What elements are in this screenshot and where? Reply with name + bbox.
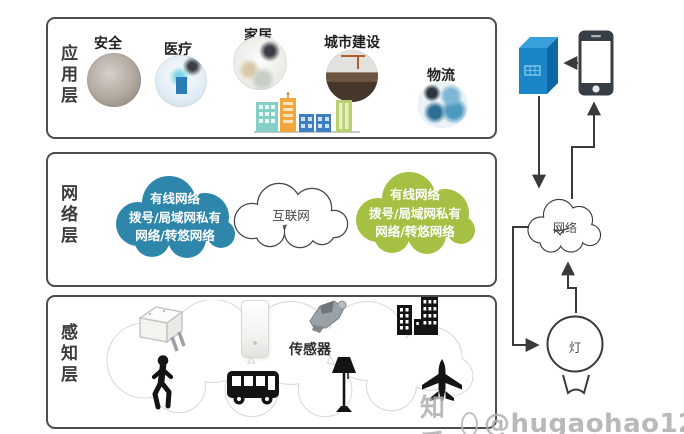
logistics-item-label: 物流 — [427, 68, 455, 84]
sensor-led-dot — [253, 341, 257, 345]
medical-item-label: 医疗 — [164, 42, 192, 58]
wired-network-cloud-right: 有线网络 拨号/局域网私有 网络/转悠网络 — [352, 166, 478, 258]
network-layer-label: 网络层 — [57, 184, 77, 247]
zhihu-logo-icon — [460, 411, 479, 434]
network-cloud-node: 网络 — [524, 193, 606, 259]
cloud-line: 有线网络 — [389, 186, 440, 202]
cloud-line: 网络/转悠网络 — [375, 224, 455, 240]
floor-lamp-icon — [332, 357, 356, 412]
watermark-handle: @hugaohao123 — [484, 409, 684, 434]
cloud-line: 有线网络 — [149, 190, 200, 206]
network-cloud-label: 网络 — [552, 221, 577, 235]
walking-person-icon — [151, 355, 174, 410]
logistics-map-icon — [418, 82, 468, 128]
sensor-device-icon — [138, 306, 186, 352]
cloud-line: 拨号/局域网私有 — [368, 205, 462, 221]
bus-icon — [227, 371, 279, 405]
cloud-line: 拨号/局域网私有 — [128, 209, 222, 225]
watermark-brand: 知乎 — [420, 393, 448, 434]
server-icon — [519, 37, 558, 94]
wired-network-cloud-left: 有线网络 拨号/局域网私有 网络/转悠网络 — [112, 170, 238, 262]
medical-photo-icon — [155, 55, 207, 107]
smartphone-icon — [578, 30, 614, 96]
perception-layer-label: 感知层 — [57, 323, 77, 386]
lamp-node-label: 灯 — [568, 340, 582, 355]
city-construction-item-label: 城市建设 — [324, 35, 380, 51]
lamp-node: 灯 — [546, 315, 606, 395]
watermark: 知乎 @hugaohao123 — [420, 388, 684, 434]
security-item-label: 安全 — [94, 36, 122, 52]
airplane-icon — [422, 359, 462, 401]
smart-home-photo-icon — [233, 36, 287, 90]
cloud-line: 网络/转悠网络 — [135, 228, 215, 244]
industrial-sensor-icon — [309, 300, 347, 333]
internet-cloud-label: 互联网 — [272, 207, 310, 223]
city-construction-photo-icon — [326, 50, 378, 102]
sensor-label: 传感器 — [289, 342, 331, 358]
motion-sensor-icon — [241, 300, 269, 358]
security-photo-icon — [87, 53, 141, 107]
city-buildings-icon — [254, 92, 360, 133]
internet-cloud: 互联网 — [226, 176, 356, 252]
application-layer-label: 应用层 — [57, 44, 77, 107]
buildings-icon — [397, 297, 438, 335]
